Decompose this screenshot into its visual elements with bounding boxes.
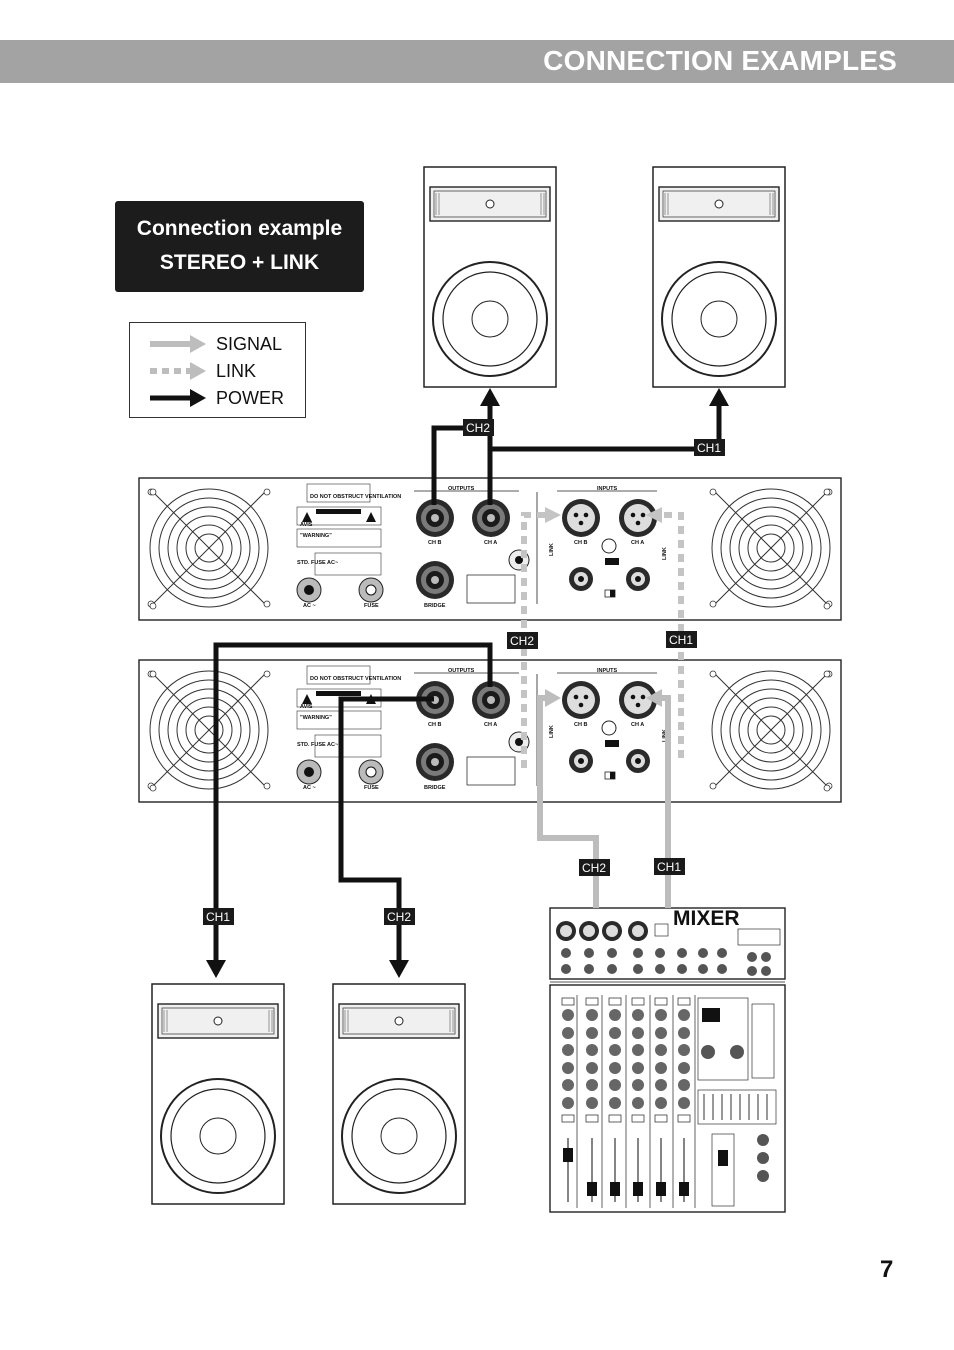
speaker-bottom-right [332,983,466,1205]
speaker-top-left [423,166,557,388]
legend-link-label: LINK [216,361,257,381]
amp-top-in-chb-label: CH B [574,540,587,546]
amp-bottom-in-cha-label: CH A [631,722,644,728]
legend-power-label: POWER [216,388,285,408]
legend-signal-label: SIGNAL [216,334,283,354]
example-title-box: Connection example STEREO + LINK [115,201,364,292]
tag-mixer-ch1: CH1 [657,860,681,874]
amp-bottom-bridge-label: BRIDGE [424,785,446,791]
tag-bottom-ch1: CH1 [206,910,230,924]
speaker-bottom-left [151,983,285,1205]
legend: SIGNAL LINK POWER [129,322,306,418]
mixer-title: MIXER [673,907,740,930]
speaker-top-right [652,166,786,388]
amp-top-avis-label: AVIS [300,522,313,528]
amp-bottom-warning-label: "WARNING" [300,715,332,721]
amp-top-fuse-label: FUSE [364,603,379,609]
amp-bottom-ventilation-label: DO NOT OBSTRUCT VENTILATION [310,676,401,682]
legend-arrows [150,335,206,407]
amp-top-link-label-right: LINK [662,547,668,560]
amp-bottom-fuse-label: FUSE [364,785,379,791]
page-number: 7 [880,1256,894,1283]
amp-top-outputs-label: OUTPUTS [448,486,475,492]
amp-bottom-outputs-label: OUTPUTS [448,668,475,674]
link-arrow-icon [150,362,206,380]
tag-mixer-ch2: CH2 [582,861,606,875]
amp-bottom-std-fuse-label: STD. FUSE AC~ [297,742,338,748]
amp-top-out-chb-label: CH B [428,540,441,546]
amp-bottom-out-chb-label: CH B [428,722,441,728]
amp-top-out-cha-label: CH A [484,540,497,546]
amp-bottom-in-chb-label: CH B [574,722,587,728]
example-title-line2: STEREO + LINK [159,251,320,274]
tag-top-ch1: CH1 [697,441,721,455]
tag-top-ch2: CH2 [466,421,490,435]
amp-bottom-out-cha-label: CH A [484,722,497,728]
power-arrow-icon [150,389,206,407]
page-title: CONNECTION EXAMPLES [543,45,897,76]
amp-top-bridge-label: BRIDGE [424,603,446,609]
amp-top-ac-label: AC ~ [303,603,316,609]
amp-top-inputs-label: INPUTS [597,486,618,492]
header-bar: CONNECTION EXAMPLES [0,40,954,83]
signal-arrow-icon [150,335,206,353]
link-cables [521,507,684,768]
amp-top-link-label-left: LINK [549,543,555,556]
amp-bottom-inputs-label: INPUTS [597,668,618,674]
power-cables [206,388,729,978]
amp-top-ventilation-label: DO NOT OBSTRUCT VENTILATION [310,494,401,500]
amp-bottom-avis-label: AVIS [300,704,313,710]
amplifier-top: OUTPUTS INPUTS CH B CH A CH B CH A BRIDG… [139,478,841,620]
amp-bottom-caution-label: CAUTION [327,692,352,698]
amp-top-std-fuse-label: STD. FUSE AC~ [297,560,338,566]
tag-bottom-ch2: CH2 [387,910,411,924]
cable-tags: CH2 CH1 CH2 CH1 CH2 CH1 CH1 CH2 [203,419,725,925]
amp-top-in-cha-label: CH A [631,540,644,546]
amp-top-warning-label: "WARNING" [300,533,332,539]
tag-link-ch2: CH2 [510,634,534,648]
mixer: MIXER [549,907,786,1213]
amp-bottom-ac-label: AC ~ [303,785,316,791]
amp-top-caution-label: CAUTION [327,510,352,516]
amp-bottom-link-label-left: LINK [549,725,555,738]
tag-link-ch1: CH1 [669,633,693,647]
example-title-line1: Connection example [136,217,343,240]
